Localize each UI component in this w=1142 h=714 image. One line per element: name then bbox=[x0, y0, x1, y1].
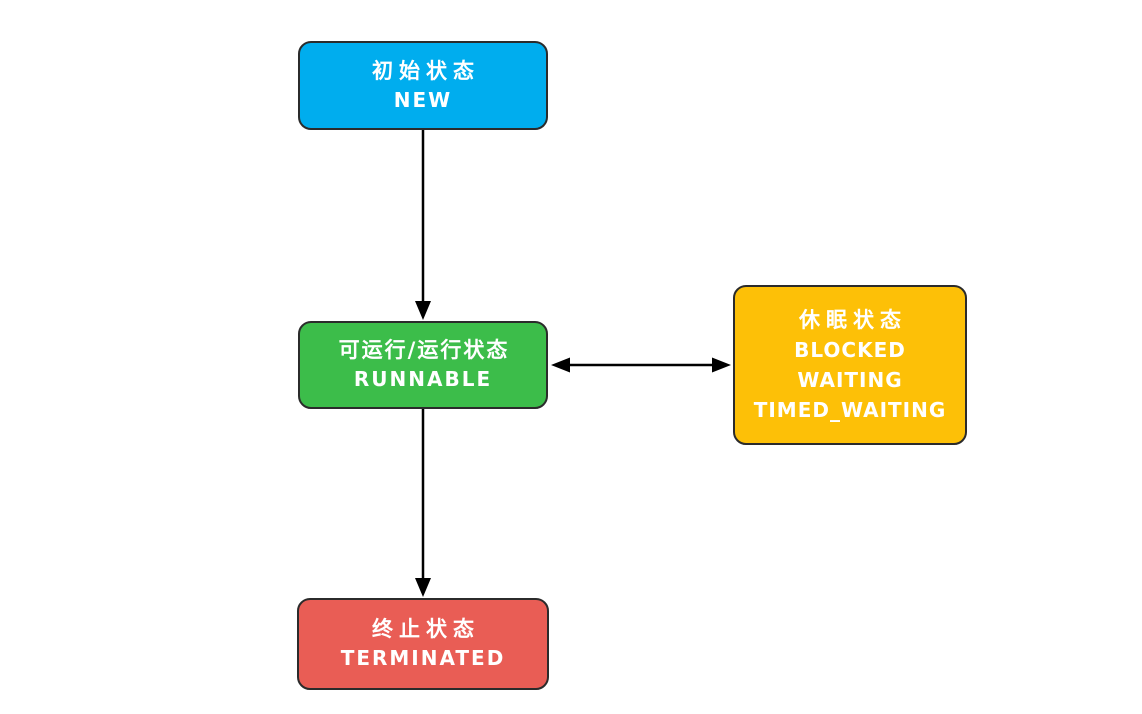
state-sleep-label-waiting: WAITING bbox=[797, 368, 903, 392]
state-sleep-label-timed-waiting: TIMED_WAITING bbox=[753, 398, 947, 422]
arrow-new-to-runnable-head-icon bbox=[415, 301, 431, 320]
state-new-label-en: NEW bbox=[393, 87, 453, 112]
state-terminated-label-en: TERMINATED bbox=[340, 646, 506, 670]
state-runnable-label-en: RUNNABLE bbox=[353, 367, 493, 391]
state-runnable-label-zh: 可运行/运行状态 bbox=[338, 338, 510, 362]
state-sleep-label-zh: 休眠状态 bbox=[799, 308, 907, 332]
arrow-runnable-to-terminated-head-icon bbox=[415, 578, 431, 597]
arrow-runnable-sleep-right-head-icon bbox=[712, 357, 731, 373]
state-terminated-label-zh: 终止状态 bbox=[372, 617, 480, 641]
state-node-runnable: 可运行/运行状态 RUNNABLE bbox=[298, 321, 548, 409]
state-node-sleep: 休眠状态 BLOCKED WAITING TIMED_WAITING bbox=[733, 285, 967, 445]
arrow-runnable-sleep-left-head-icon bbox=[551, 357, 570, 373]
state-new-label-zh: 初始状态 bbox=[372, 58, 480, 83]
state-node-new: 初始状态 NEW bbox=[298, 41, 548, 130]
state-sleep-label-blocked: BLOCKED bbox=[794, 338, 906, 362]
state-node-terminated: 终止状态 TERMINATED bbox=[297, 598, 549, 690]
